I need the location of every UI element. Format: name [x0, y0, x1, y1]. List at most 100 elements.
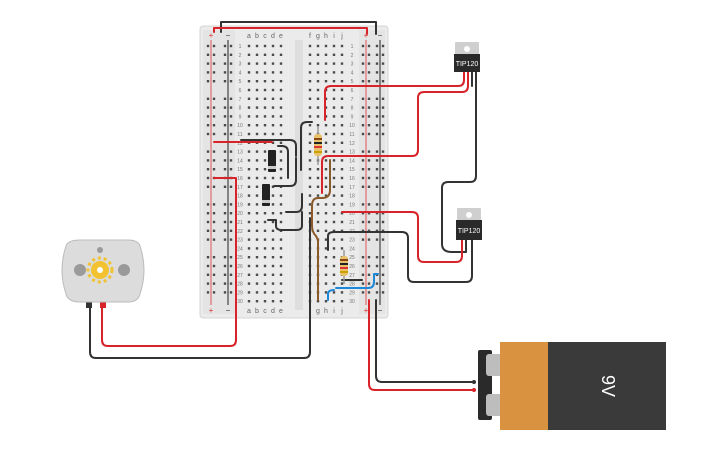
rail-hole	[381, 238, 385, 241]
rail-hole	[381, 150, 385, 153]
rail-hole	[206, 159, 210, 162]
row-number-left: 25	[237, 255, 243, 261]
breadboard-hole	[316, 176, 320, 180]
rail-hole	[361, 256, 365, 259]
rail-hole	[223, 124, 227, 127]
rail-hole	[229, 264, 233, 268]
rail-hole	[361, 264, 365, 268]
breadboard-hole	[279, 282, 283, 285]
breadboard-hole	[271, 71, 275, 74]
breadboard-hole	[340, 229, 344, 232]
dc-motor	[61, 239, 145, 308]
breadboard-hole	[279, 176, 283, 180]
rail-hole	[367, 71, 371, 74]
rail-hole	[381, 282, 385, 285]
breadboard-hole	[332, 71, 336, 74]
breadboard-hole	[263, 168, 267, 171]
rail-hole	[375, 291, 379, 294]
row-number-right: 30	[349, 299, 355, 305]
row-number-left: 14	[237, 158, 243, 164]
rail-hole	[381, 62, 385, 65]
row-number-right: 27	[349, 273, 355, 279]
rail-hole	[212, 168, 216, 171]
breadboard-hole	[271, 80, 275, 83]
wire-black-diode-2	[277, 145, 289, 179]
breadboard-hole	[332, 150, 336, 153]
rail-hole	[361, 203, 365, 206]
col-label-a-bottom: a	[247, 308, 251, 315]
breadboard-hole	[324, 185, 328, 188]
rail-hole	[229, 212, 233, 215]
row-number-left: 29	[237, 290, 243, 296]
breadboard-hole	[340, 88, 344, 92]
breadboard-hole	[271, 185, 275, 188]
breadboard-hole	[279, 203, 283, 206]
breadboard-hole	[340, 238, 344, 241]
rail-hole	[223, 256, 227, 259]
rail-hole	[375, 62, 379, 65]
breadboard-hole	[316, 88, 320, 92]
breadboard-hole	[308, 44, 312, 48]
breadboard-hole	[340, 247, 344, 250]
breadboard-hole	[263, 282, 267, 285]
rail-hole	[206, 291, 210, 294]
rail-hole	[229, 203, 233, 206]
breadboard-hole	[308, 212, 312, 215]
battery-terminal-1	[486, 354, 502, 376]
rail-hole	[212, 185, 216, 188]
breadboard-hole	[279, 168, 283, 171]
rail-hole	[367, 106, 371, 109]
breadboard-hole	[263, 273, 267, 276]
rail-plus-top-right: +	[364, 31, 369, 40]
breadboard-hole	[255, 115, 259, 118]
row-number-left: 5	[239, 79, 242, 85]
breadboard-hole	[271, 53, 275, 56]
rail-hole	[375, 80, 379, 83]
rail-hole	[212, 203, 216, 206]
breadboard-hole	[279, 256, 283, 259]
row-number-left: 11	[237, 132, 242, 138]
breadboard-hole	[332, 97, 336, 100]
breadboard-hole	[271, 256, 275, 259]
rail-hole	[375, 220, 379, 224]
breadboard-hole	[308, 159, 312, 162]
breadboard-hole	[332, 124, 336, 127]
breadboard-hole	[340, 300, 344, 303]
breadboard-hole	[255, 291, 259, 294]
transistor-tip120-1: TIP120	[454, 42, 480, 72]
row-number-left: 28	[237, 282, 243, 288]
breadboard-hole	[316, 44, 320, 48]
breadboard-hole	[308, 203, 312, 206]
breadboard-hole	[255, 168, 259, 171]
breadboard-hole	[340, 62, 344, 65]
diode-2	[262, 184, 270, 206]
breadboard-hole	[263, 264, 267, 268]
rail-hole	[381, 176, 385, 180]
rail-hole	[381, 185, 385, 188]
breadboard-hole	[279, 132, 283, 136]
rail-hole	[206, 229, 210, 232]
breadboard-hole	[324, 141, 328, 144]
breadboard-hole	[271, 264, 275, 268]
rail-hole	[223, 264, 227, 268]
wire-red-row13	[321, 71, 469, 194]
breadboard-hole	[255, 203, 259, 206]
rail-hole	[206, 106, 210, 109]
rail-hole	[361, 115, 365, 118]
breadboard-hole	[279, 44, 283, 48]
rail-hole	[212, 53, 216, 56]
rail-hole	[367, 97, 371, 100]
breadboard-hole	[247, 282, 251, 285]
rail-hole	[223, 62, 227, 65]
rail-hole	[381, 291, 385, 294]
breadboard-hole	[332, 159, 336, 162]
rail-hole	[206, 44, 210, 48]
breadboard-hole	[324, 212, 328, 215]
rail-hole	[223, 168, 227, 171]
breadboard-hole	[308, 132, 312, 136]
breadboard-hole	[279, 300, 283, 303]
rail-hole	[375, 256, 379, 259]
breadboard-hole	[316, 185, 320, 188]
rail-hole	[229, 44, 233, 48]
rail-hole	[381, 220, 385, 224]
